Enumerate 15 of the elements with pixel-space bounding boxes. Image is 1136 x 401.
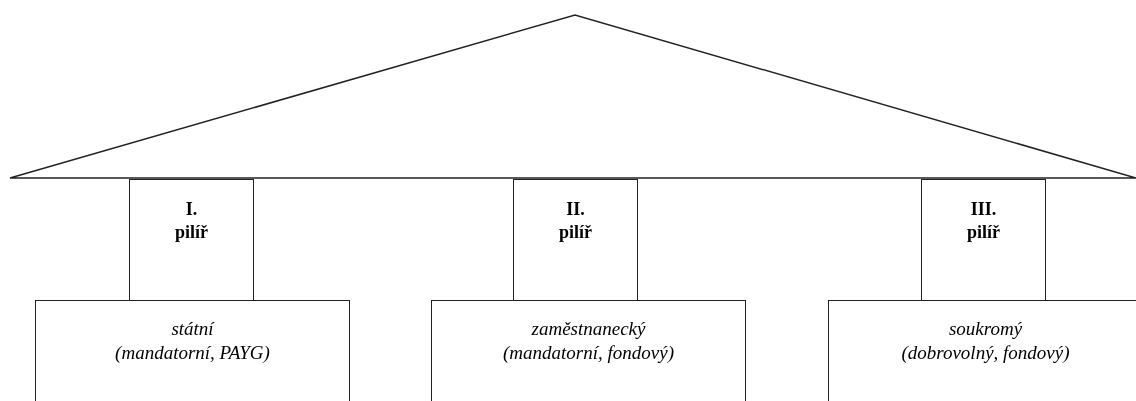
pillar-description: zaměstnanecký <box>531 317 646 341</box>
pillar-label: I. pilíř <box>175 198 208 245</box>
base-box <box>35 300 350 401</box>
base-box <box>828 300 1136 401</box>
pillar-description: (mandatorní, fondový) <box>503 340 674 365</box>
pillar-label: III. pilíř <box>967 198 1000 245</box>
pillar-description: (mandatorní, PAYG) <box>115 340 270 365</box>
pillar-box <box>129 179 254 301</box>
pillar-description: soukromý <box>948 317 1023 341</box>
pillar-description: státní <box>171 317 214 341</box>
base-box <box>431 300 746 401</box>
pillar-description: (dobrovolný, fondový) <box>901 340 1070 365</box>
pillar-label: II. pilíř <box>559 198 592 245</box>
pillar-box <box>921 179 1046 301</box>
pillar-box <box>513 179 638 301</box>
